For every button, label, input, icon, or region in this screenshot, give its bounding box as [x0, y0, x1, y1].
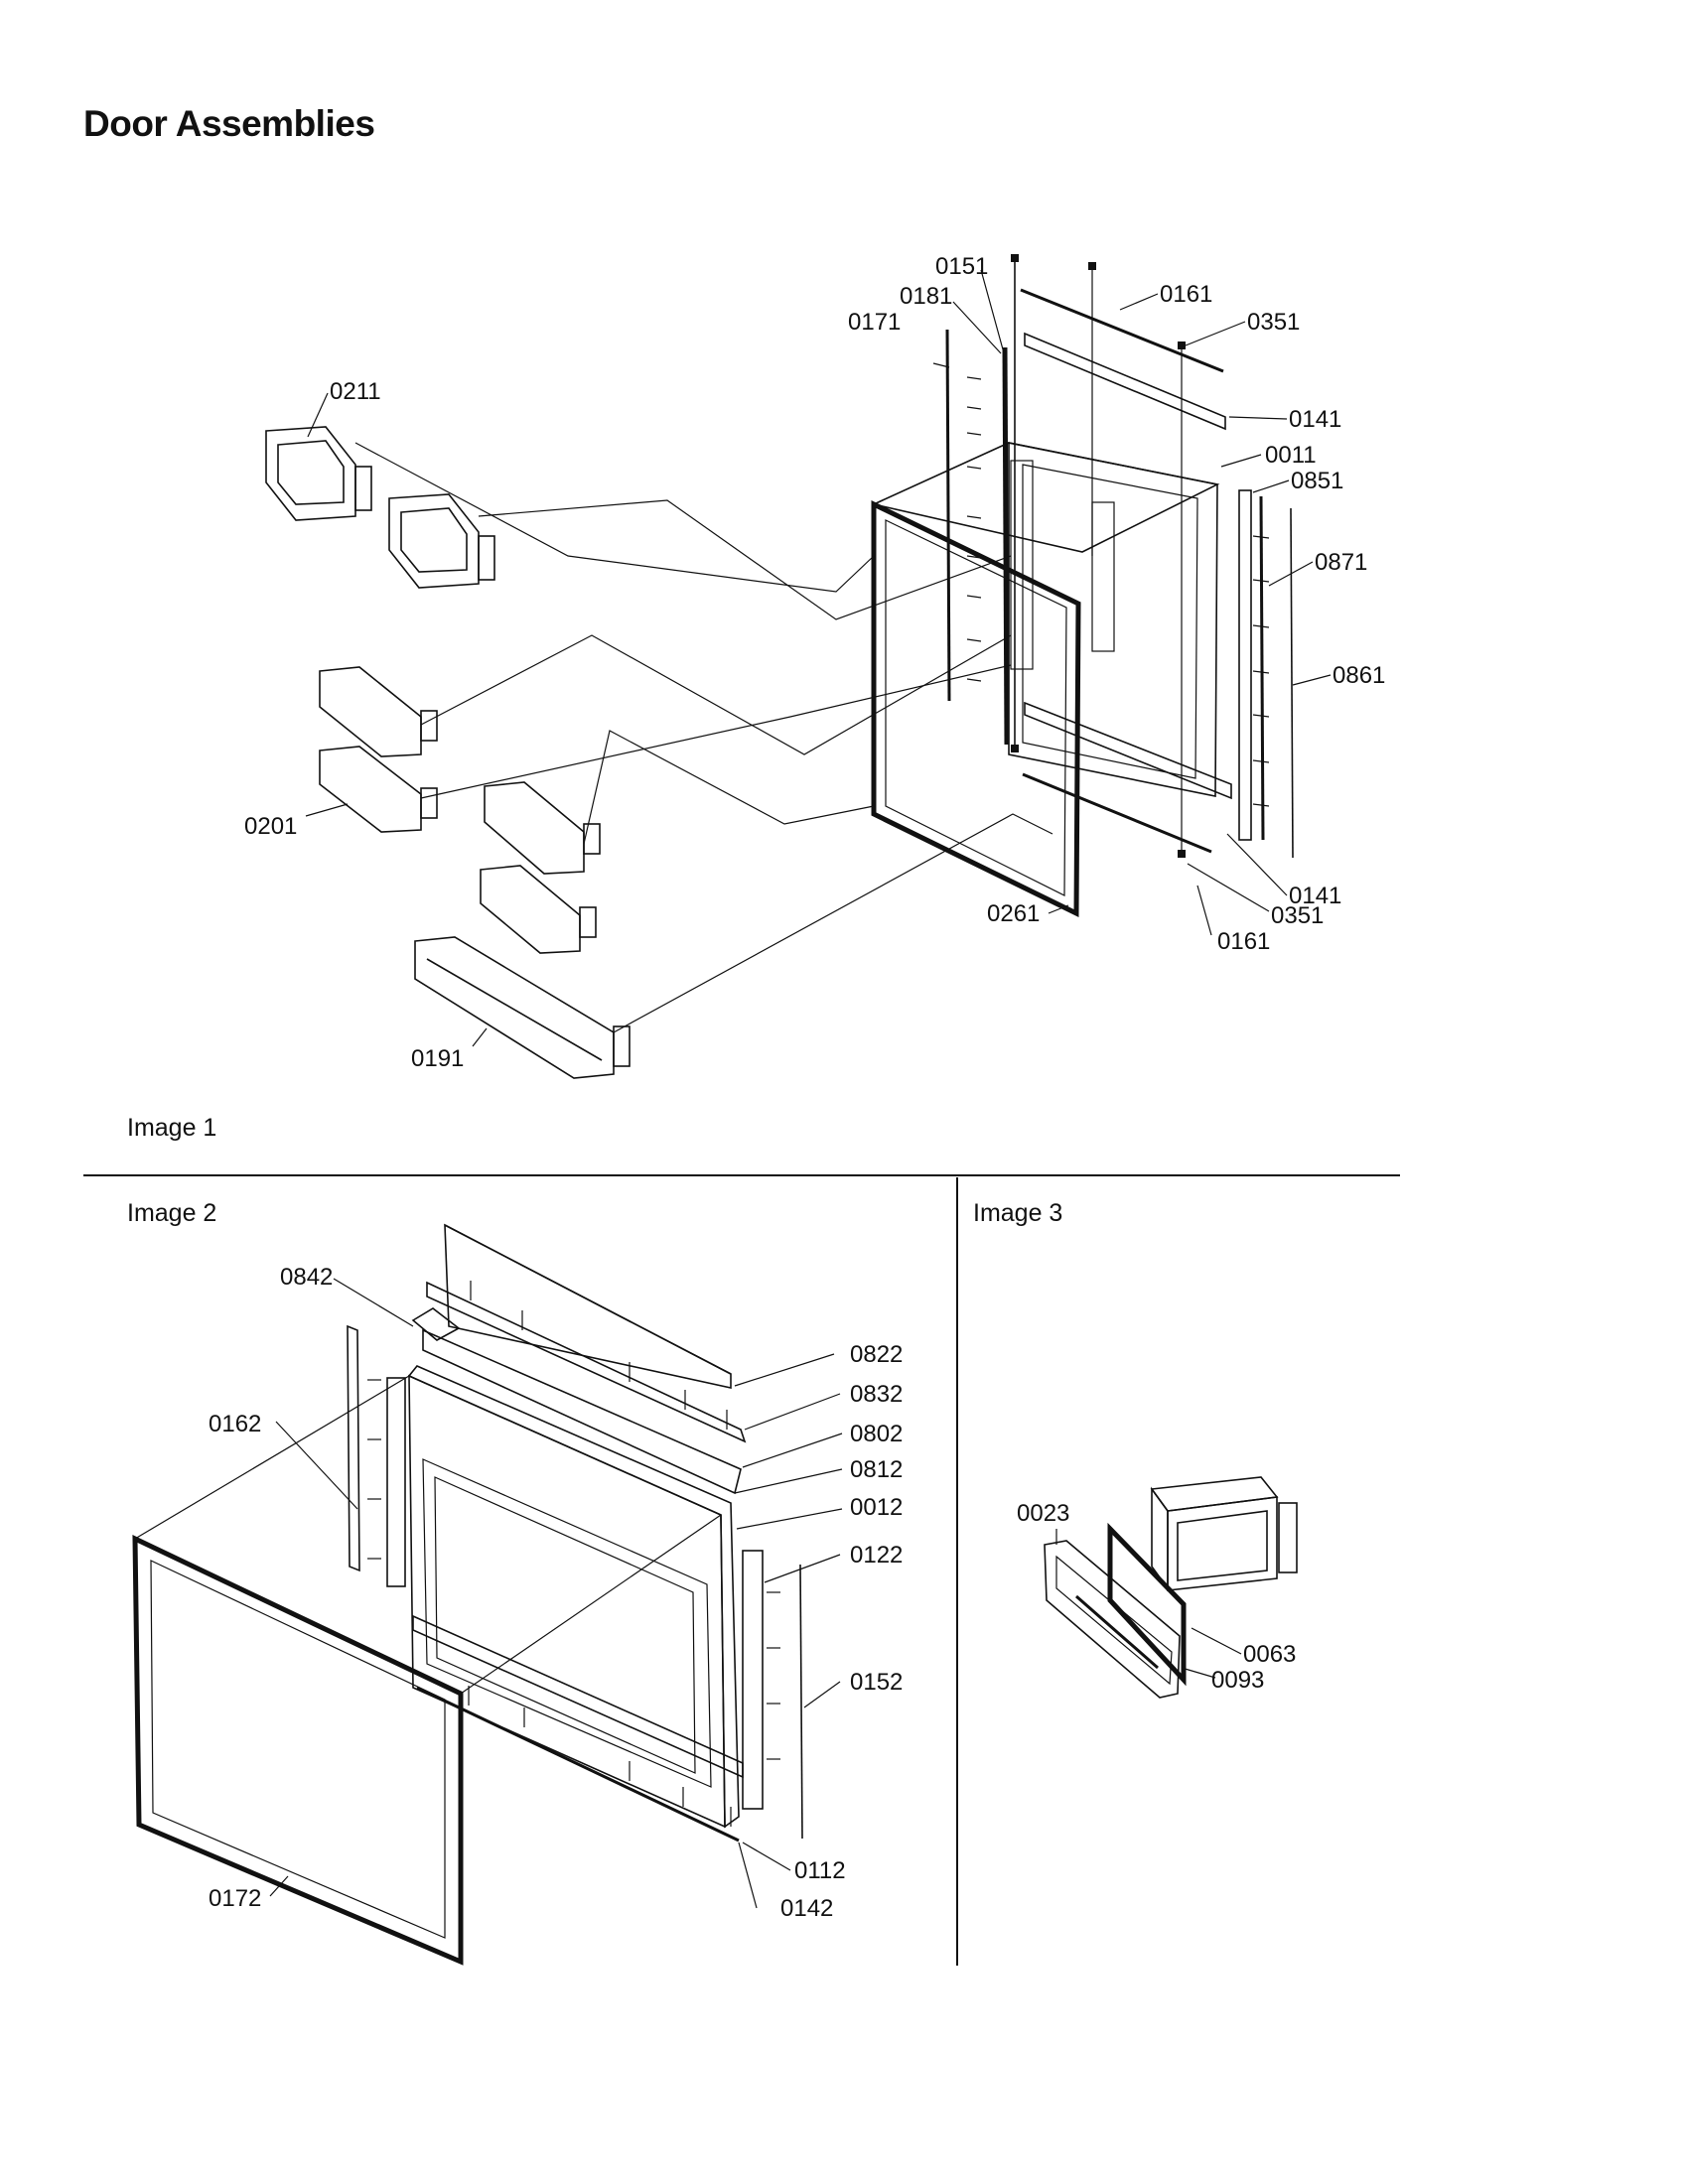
part-label-0842: 0842: [280, 1264, 333, 1291]
part-label-0161-top: 0161: [1160, 281, 1212, 308]
rail-0161-top: [1020, 288, 1224, 373]
door-shelf-0191: [414, 936, 631, 1079]
rail-0141-bottom: [1024, 701, 1232, 800]
side-0152: [799, 1564, 803, 1840]
door-shelf-b: [484, 781, 601, 875]
page-title: Door Assemblies: [83, 103, 375, 144]
part-label-0093: 0093: [1211, 1667, 1264, 1694]
panel-0822: [444, 1223, 732, 1389]
part-label-0151: 0151: [935, 253, 988, 280]
part-label-0011: 0011: [1265, 442, 1317, 469]
part-label-0351-bottom: 0351: [1271, 902, 1324, 929]
part-label-0191: 0191: [411, 1045, 464, 1072]
door-shelf-c: [480, 865, 597, 954]
part-label-0871: 0871: [1315, 549, 1367, 576]
image-3-diagram: 0023 0063 0093: [1017, 1476, 1298, 1699]
part-label-0142: 0142: [780, 1895, 833, 1922]
part-label-0812: 0812: [850, 1456, 903, 1483]
side-0861: [1290, 507, 1294, 859]
side-0122: [742, 1550, 764, 1810]
image-1-diagram: 0151 0181 0161 0351 0171 0211 0141 0011 …: [244, 253, 1385, 1079]
panel-0162: [347, 1324, 360, 1572]
image-1-label: Image 1: [127, 1114, 217, 1142]
part-label-0861: 0861: [1333, 662, 1385, 689]
part-label-0832: 0832: [850, 1381, 903, 1408]
part-label-0171: 0171: [848, 309, 901, 336]
side-0871: [1259, 495, 1265, 841]
rail-0161-bottom: [1022, 772, 1212, 854]
part-label-0181: 0181: [900, 283, 952, 310]
part-label-0141-top: 0141: [1289, 406, 1341, 433]
rail-0112: [412, 1614, 744, 1779]
part-label-0063: 0063: [1243, 1641, 1296, 1668]
rod-0171: [945, 329, 951, 702]
part-label-0802: 0802: [850, 1421, 903, 1447]
door-bin-0211-a: [265, 426, 372, 521]
image-2-label: Image 2: [127, 1199, 217, 1227]
part-label-0161-bottom: 0161: [1217, 928, 1270, 955]
part-label-0112: 0112: [794, 1857, 846, 1884]
image-2-diagram: 0842 0822 0832 0802 0812 0162 0012 0122 …: [132, 1223, 903, 1966]
part-label-0023: 0023: [1017, 1500, 1069, 1527]
door-shelf-0201: [319, 746, 438, 833]
image-3-label: Image 3: [973, 1199, 1063, 1227]
drawer-front-0023: [1044, 1540, 1181, 1699]
rail-0832: [426, 1281, 747, 1443]
rod-0181: [1002, 346, 1010, 746]
part-label-0351-top: 0351: [1247, 309, 1300, 336]
part-label-0141-bottom: 0141: [1289, 883, 1341, 909]
part-label-0822: 0822: [850, 1341, 903, 1368]
rail-0141-top: [1024, 332, 1226, 431]
door-bin-0211-b: [388, 493, 495, 589]
door-liner-0011: [871, 442, 1220, 797]
part-label-0152: 0152: [850, 1669, 903, 1696]
rail-0142: [416, 1686, 740, 1843]
part-label-0162: 0162: [209, 1411, 261, 1437]
door-shelf-a: [319, 666, 438, 757]
door-gasket-0261: [871, 500, 1081, 917]
drawer-box-0063: [1107, 1476, 1298, 1687]
part-label-0201: 0201: [244, 813, 297, 840]
part-label-0261: 0261: [987, 900, 1040, 927]
part-label-0851: 0851: [1291, 468, 1343, 494]
part-label-0211: 0211: [330, 378, 381, 405]
part-label-0012: 0012: [850, 1494, 903, 1521]
part-label-0172: 0172: [209, 1885, 261, 1912]
part-label-0122: 0122: [850, 1542, 903, 1569]
door-gasket-0172: [132, 1535, 464, 1966]
side-0851: [1238, 489, 1252, 841]
